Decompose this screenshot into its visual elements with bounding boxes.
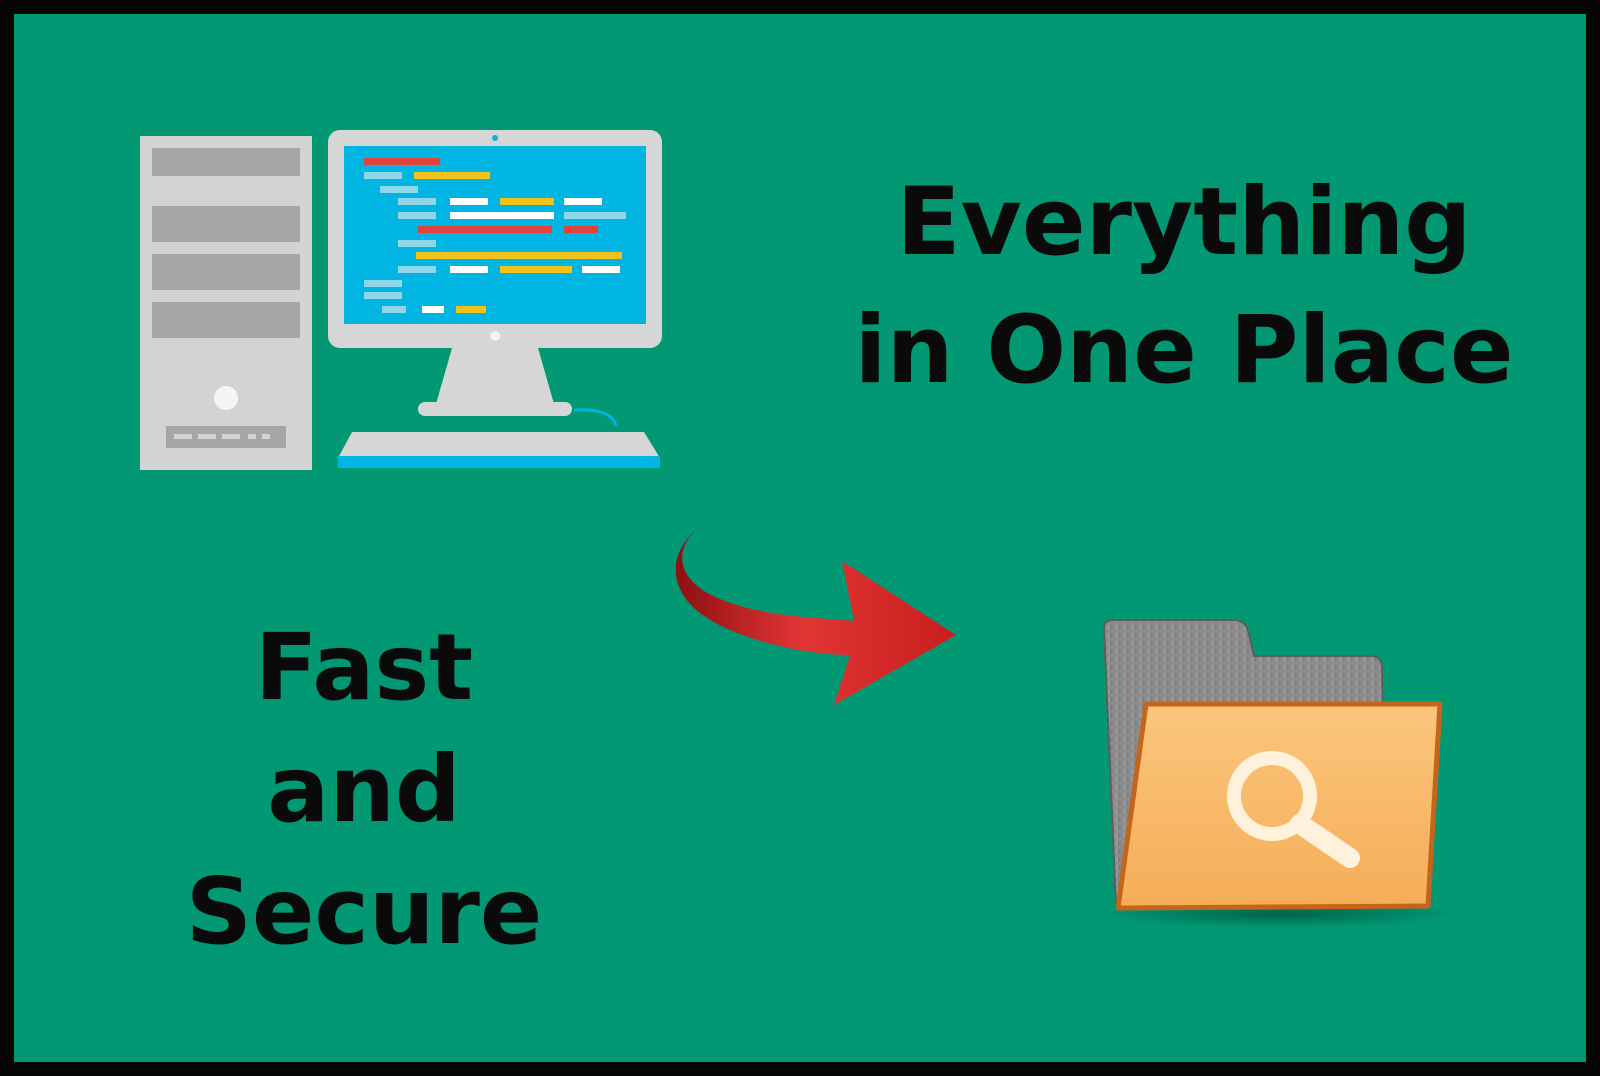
computer-tower [140,136,312,470]
magnifier-icon [1227,751,1360,868]
tagline-line-2: and [267,736,461,843]
headline-line-2: in One Place [854,296,1514,405]
tagline-line-1: Fast [254,614,474,721]
keyboard [338,432,660,468]
code-lines [364,158,626,313]
monitor [328,130,662,427]
tagline-line-3: Secure [185,858,543,965]
curved-arrow-icon [675,519,956,705]
search-folder-icon [1099,619,1459,928]
desktop-computer-icon [140,130,662,470]
headline-line-1: Everything [896,168,1472,277]
